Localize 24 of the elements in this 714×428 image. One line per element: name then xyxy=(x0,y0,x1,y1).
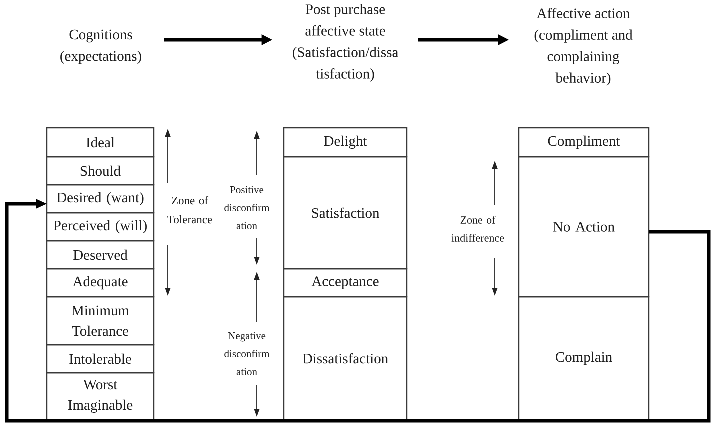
stage-heading: Cognitions (expectations) xyxy=(60,30,142,64)
state-box: Dissatisfaction xyxy=(283,296,408,421)
feedback-arrow xyxy=(5,199,711,423)
state-box: Satisfaction xyxy=(283,156,408,270)
action-box: Compliment xyxy=(518,127,650,158)
zone-label: Zone of Tolerance xyxy=(168,196,212,224)
stage-heading: Post purchase affective state (Satisfaction/dissa tisfaction) xyxy=(293,4,398,82)
zone-label: Negative disconfirm ation xyxy=(224,332,270,376)
level-box: Worst Imaginable xyxy=(46,372,155,421)
stage-heading: Affective action (compliment and complaining behavior) xyxy=(534,8,633,86)
level-box: Adequate xyxy=(46,268,155,298)
level-box: Perceived (will) xyxy=(46,212,155,242)
level-box: Deserved xyxy=(46,240,155,270)
level-box: Should xyxy=(46,156,155,186)
state-box: Delight xyxy=(283,127,408,158)
level-box: Minimum Tolerance xyxy=(46,296,155,346)
zone-label: Positive disconfirm ation xyxy=(224,186,270,230)
level-box: Desired (want) xyxy=(46,184,155,214)
level-box: Ideal xyxy=(46,127,155,158)
level-box: Intolerable xyxy=(46,344,155,374)
zone-label: Zone of indifference xyxy=(452,216,504,242)
action-box: Complain xyxy=(518,296,650,421)
action-box: No Action xyxy=(518,156,650,298)
state-box: Acceptance xyxy=(283,268,408,298)
